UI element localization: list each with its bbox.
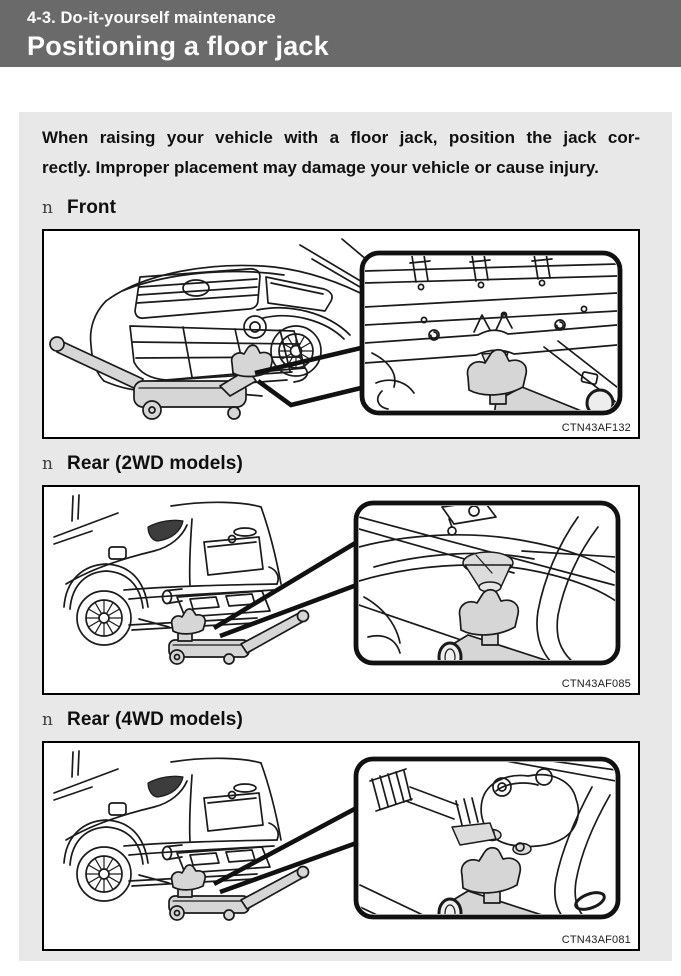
intro-paragraph: When raising your vehicle with a floor j… bbox=[42, 123, 640, 183]
front-jack-figure: CTN43AF132 bbox=[42, 229, 640, 439]
page-title: Positioning a floor jack bbox=[27, 31, 329, 61]
front-jack-illustration bbox=[49, 238, 623, 420]
page-header: 4-3. Do-it-yourself maintenance Position… bbox=[0, 0, 681, 67]
intro-line-2: rectly. Improper placement may damage yo… bbox=[42, 158, 599, 177]
content-panel: When raising your vehicle with a floor j… bbox=[19, 112, 672, 961]
rear-2wd-jack-figure: CTN43AF085 bbox=[42, 485, 640, 695]
figure-code: CTN43AF085 bbox=[561, 678, 631, 690]
square-bullet-icon: n bbox=[42, 198, 53, 218]
rear-4wd-jack-figure: CTN43AF081 bbox=[42, 741, 640, 951]
section-front-heading: n Front bbox=[42, 197, 646, 219]
rear-2wd-jack-illustration bbox=[53, 494, 621, 666]
chapter-label: 4-3. Do-it-yourself maintenance bbox=[27, 9, 276, 27]
section-title-rear-2wd: Rear (2WD models) bbox=[67, 453, 243, 474]
section-title-rear-4wd: Rear (4WD models) bbox=[67, 709, 243, 730]
intro-line-1: When raising your vehicle with a floor j… bbox=[42, 128, 640, 147]
square-bullet-icon: n bbox=[42, 454, 53, 474]
figure-code: CTN43AF081 bbox=[561, 934, 631, 946]
square-bullet-icon: n bbox=[42, 710, 53, 730]
section-title-front: Front bbox=[67, 197, 117, 218]
section-rear4wd-heading: n Rear (4WD models) bbox=[42, 709, 646, 731]
figure-code: CTN43AF132 bbox=[561, 422, 631, 434]
rear-4wd-jack-illustration bbox=[53, 750, 621, 921]
section-rear2wd-heading: n Rear (2WD models) bbox=[42, 453, 646, 475]
